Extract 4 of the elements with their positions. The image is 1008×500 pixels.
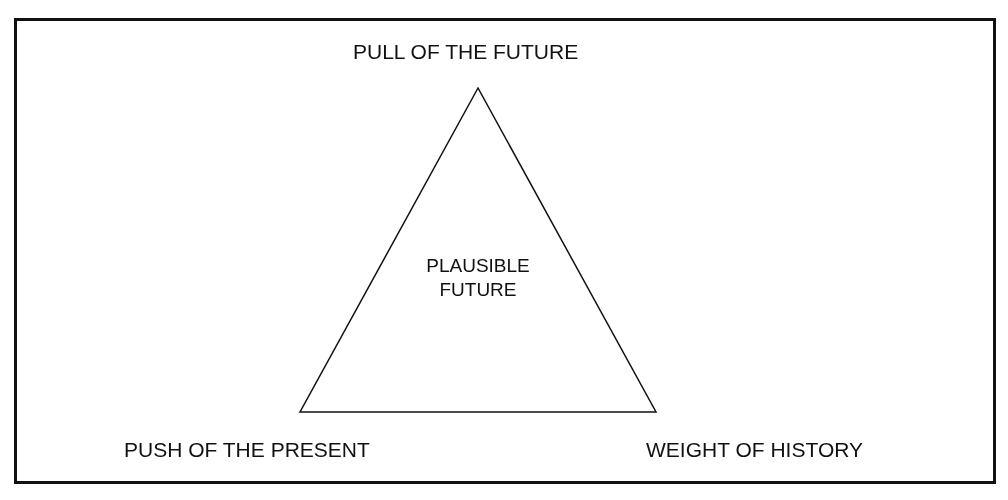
node-label: PLAUSIBLE FUTURE (425, 254, 531, 302)
corner-label: PULL OF THE FUTURE (353, 40, 579, 64)
corner-label: PUSH OF THE PRESENT (124, 438, 370, 462)
corner-label: WEIGHT OF HISTORY (646, 438, 864, 462)
